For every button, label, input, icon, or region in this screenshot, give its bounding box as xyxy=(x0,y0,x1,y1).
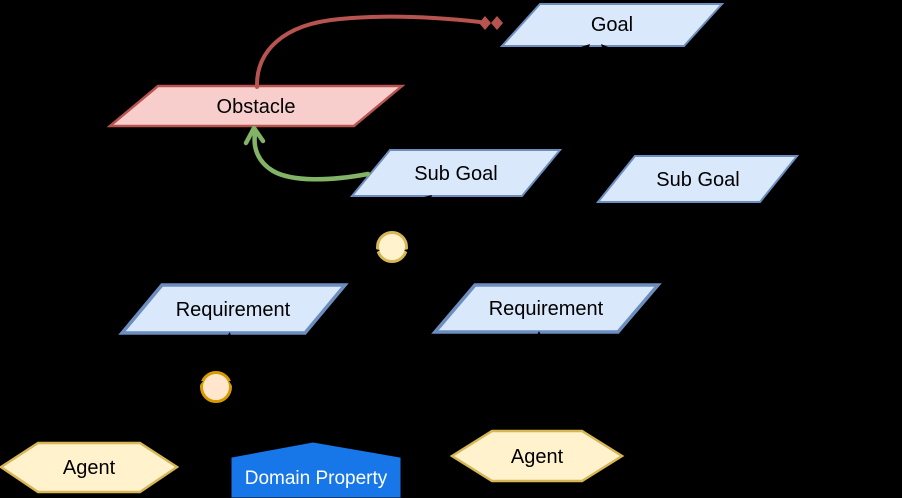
resolution-arrowhead xyxy=(243,125,266,146)
requirement-1-node xyxy=(118,283,349,335)
edge-requirement2-circle1 xyxy=(405,250,547,286)
resolution-curve xyxy=(252,131,371,182)
requirement-1-label: Requirement xyxy=(176,299,291,321)
requirement-2-label: Requirement xyxy=(489,298,604,320)
obstacle-node xyxy=(106,84,406,128)
sub-goal-2-node xyxy=(595,155,800,203)
arrowhead-goal-left xyxy=(578,44,590,56)
resolution-edge xyxy=(243,125,371,182)
arrowhead-circle1-right xyxy=(404,248,415,256)
edge-domain-circle2 xyxy=(229,381,314,445)
agent-2-label: Agent xyxy=(511,446,564,468)
edge-subgoal1-goal xyxy=(455,45,589,151)
and-refinement-circle-1 xyxy=(376,231,408,263)
domain-property-label: Domain Property xyxy=(245,468,388,489)
sub-goal-2-label: Sub Goal xyxy=(656,169,739,191)
and-refinement-circle-2 xyxy=(200,371,232,403)
agent-1-label: Agent xyxy=(63,457,116,479)
arrowhead-circle2-left xyxy=(192,381,203,389)
arrowhead-requirement2-bottom xyxy=(533,331,544,343)
refinement-arrowheads xyxy=(192,44,613,389)
requirement-2-node xyxy=(431,283,662,334)
arrowhead-circle1-left xyxy=(369,248,380,256)
obstruction-curve xyxy=(254,14,482,89)
edge-subgoal2-goal xyxy=(602,45,699,157)
sub-goal-1-label: Sub Goal xyxy=(414,163,497,185)
domain-property-node xyxy=(231,442,401,498)
obstruction-edge xyxy=(254,14,503,89)
arrowhead-circle2-right xyxy=(229,381,240,389)
goal-label: Goal xyxy=(591,14,633,36)
arrowhead-subgoal1-bottom xyxy=(420,195,432,207)
edge-requirement1-circle1 xyxy=(232,250,379,286)
obstruction-diamond-2 xyxy=(491,16,503,30)
arrowhead-requirement1-bottom xyxy=(222,332,232,344)
sub-goal-1-node xyxy=(349,149,563,197)
edge-circle1-subgoal1 xyxy=(391,196,431,233)
arrowhead-goal-right xyxy=(601,44,613,57)
agent-2-node xyxy=(449,429,625,483)
agent-1-node xyxy=(0,441,180,494)
refinement-connectors xyxy=(86,45,699,445)
goal-node xyxy=(499,3,725,47)
obstruction-diamond-1 xyxy=(479,16,491,30)
obstacle-label: Obstacle xyxy=(217,96,296,118)
edge-agent1-circle2 xyxy=(86,381,203,444)
edge-agent2-requirement2 xyxy=(536,332,540,431)
